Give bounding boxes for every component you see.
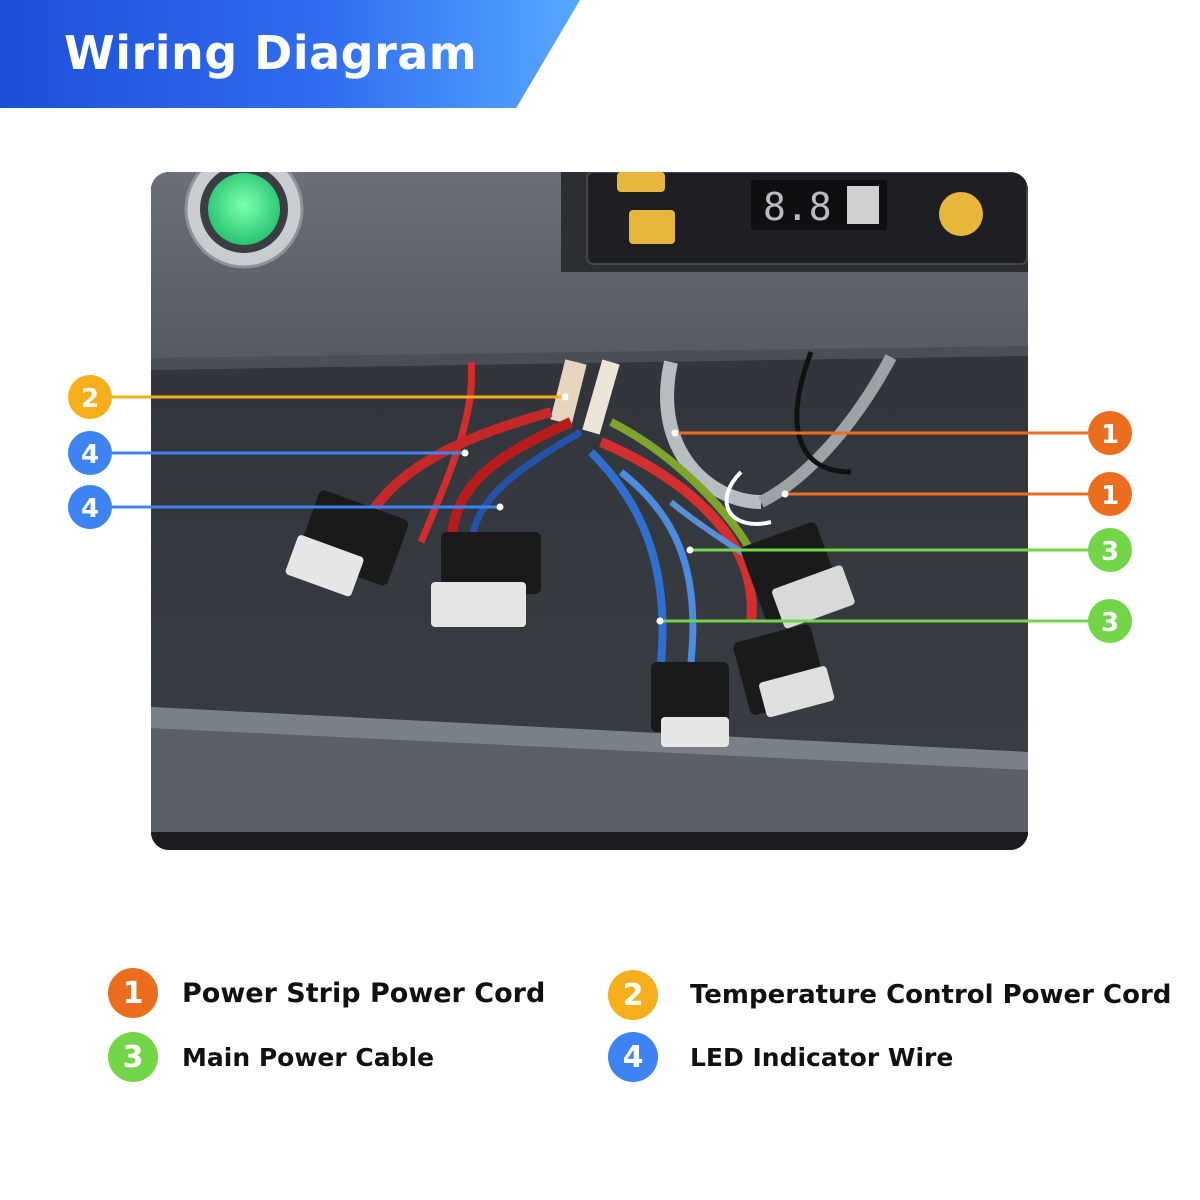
legend-item-temperature: 2 Temperature Control Power Cord: [608, 970, 1171, 1020]
connector-block: [285, 490, 409, 597]
callout-number: 3: [1101, 537, 1119, 567]
legend-label: Power Strip Power Cord: [182, 977, 546, 1009]
legend-badge-icon: 3: [108, 1032, 158, 1082]
callout-number: 3: [1101, 608, 1119, 638]
badge-icon: [1088, 411, 1132, 455]
callout-number: 1: [1101, 481, 1119, 511]
legend: 1 Power Strip Power Cord 2 Temperature C…: [0, 960, 1200, 1100]
legend-badge-icon: 4: [608, 1032, 658, 1082]
badge-icon: [68, 485, 112, 529]
badge-icon: [1088, 472, 1132, 516]
connector-block: [741, 522, 855, 629]
badge-icon: [1088, 528, 1132, 572]
wiring-photo: 8.8: [151, 172, 1028, 850]
title-banner: [0, 0, 580, 108]
legend-item-led: 4 LED Indicator Wire: [608, 1032, 953, 1082]
callout-number: 4: [81, 440, 99, 470]
badge-icon: [68, 375, 112, 419]
callout-number: 1: [1101, 420, 1119, 450]
wiring-photo-illustration: 8.8: [151, 172, 1028, 850]
page-title: Wiring Diagram: [64, 26, 478, 80]
connector-block: [733, 624, 835, 718]
legend-label: Temperature Control Power Cord: [690, 980, 1172, 1010]
legend-item-power-strip: 1 Power Strip Power Cord: [108, 968, 545, 1018]
legend-badge-icon: 2: [608, 970, 658, 1020]
legend-label: LED Indicator Wire: [690, 1042, 954, 1072]
connector-block: [651, 662, 729, 747]
callout-number: 4: [81, 494, 99, 524]
callout-number: 2: [81, 384, 99, 414]
legend-badge-icon: 1: [108, 968, 158, 1018]
badge-icon: [68, 431, 112, 475]
svg-text:8.8: 8.8: [763, 185, 832, 229]
legend-item-main-power: 3 Main Power Cable: [108, 1032, 434, 1082]
badge-icon: [1088, 599, 1132, 643]
connector-block: [431, 532, 541, 627]
legend-label: Main Power Cable: [182, 1042, 435, 1072]
